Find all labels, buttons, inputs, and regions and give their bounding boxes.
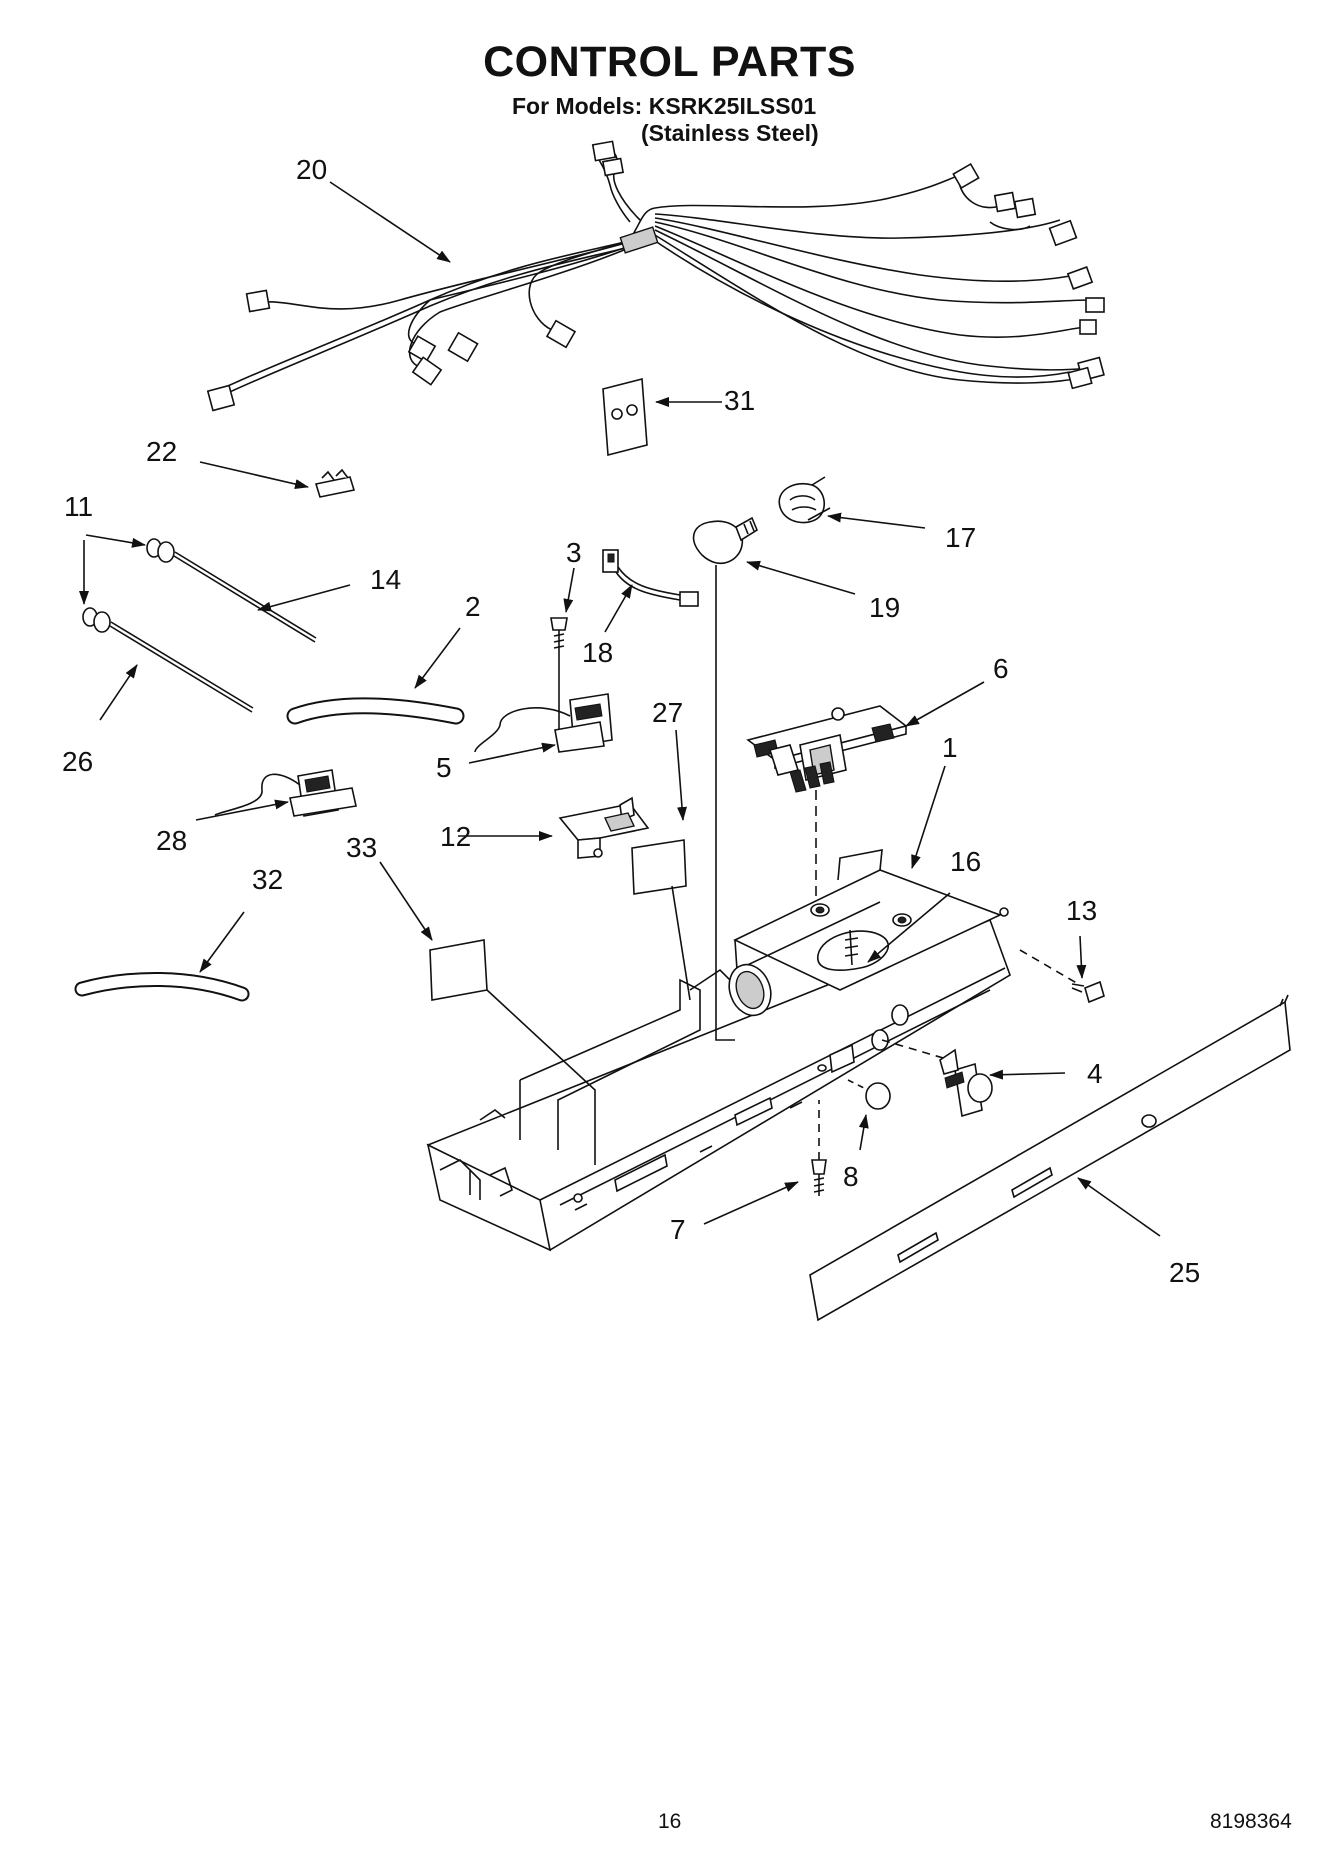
callout-22: 22 xyxy=(146,436,177,467)
callout-5: 5 xyxy=(436,752,452,783)
hoses xyxy=(74,697,465,1002)
control-board-part-6 xyxy=(746,705,908,915)
bracket-part-12 xyxy=(558,796,650,859)
page-number: 16 xyxy=(658,1810,682,1833)
callout-12: 12 xyxy=(440,821,471,852)
callout-31: 31 xyxy=(724,385,755,416)
switch-part-28 xyxy=(214,769,357,817)
control-housing-part-1 xyxy=(426,849,1011,1252)
gasket-part-31 xyxy=(602,377,648,457)
page-title: CONTROL PARTS xyxy=(483,38,856,86)
callout-25: 25 xyxy=(1169,1257,1200,1288)
labels-27-33 xyxy=(429,839,687,1001)
screw-part-13 xyxy=(1019,949,1105,1004)
callout-6: 6 xyxy=(993,653,1009,684)
callout-8: 8 xyxy=(843,1161,859,1192)
switch-part-4 xyxy=(939,1048,993,1118)
button-and-screw xyxy=(811,1079,891,1196)
callout-33: 33 xyxy=(346,832,377,863)
switch-assembly-part-5 xyxy=(474,617,613,753)
clip-part-22 xyxy=(314,468,356,498)
wire-lead-part-18 xyxy=(602,549,699,607)
light-bulb-and-socket xyxy=(692,476,831,960)
callout-18: 18 xyxy=(582,637,613,668)
trim-panel-part-25 xyxy=(809,994,1291,1322)
callout-1: 1 xyxy=(942,732,958,763)
callout-16: 16 xyxy=(950,846,981,877)
callout-17: 17 xyxy=(945,522,976,553)
callout-26: 26 xyxy=(62,746,93,777)
callout-27: 27 xyxy=(652,697,683,728)
callout-4: 4 xyxy=(1087,1058,1103,1089)
callout-3: 3 xyxy=(566,537,582,568)
variant-line: (Stainless Steel) xyxy=(641,120,819,146)
wire-harness-part-20 xyxy=(206,140,1105,412)
callout-numbers: 20 31 22 11 14 26 2 3 18 5 17 19 6 27 28… xyxy=(62,154,1200,1288)
callout-13: 13 xyxy=(1066,895,1097,926)
callout-32: 32 xyxy=(252,864,283,895)
document-number: 8198364 xyxy=(1210,1810,1292,1833)
callout-11: 11 xyxy=(64,491,93,522)
callout-20: 20 xyxy=(296,154,327,185)
callout-19: 19 xyxy=(869,592,900,623)
callout-14: 14 xyxy=(370,564,401,595)
callout-arrows xyxy=(79,181,1161,1237)
callout-7: 7 xyxy=(670,1214,686,1245)
callout-28: 28 xyxy=(156,825,187,856)
tube-fittings xyxy=(82,538,317,713)
models-line: For Models: KSRK25ILSS01 xyxy=(512,93,817,119)
callout-2: 2 xyxy=(465,591,481,622)
